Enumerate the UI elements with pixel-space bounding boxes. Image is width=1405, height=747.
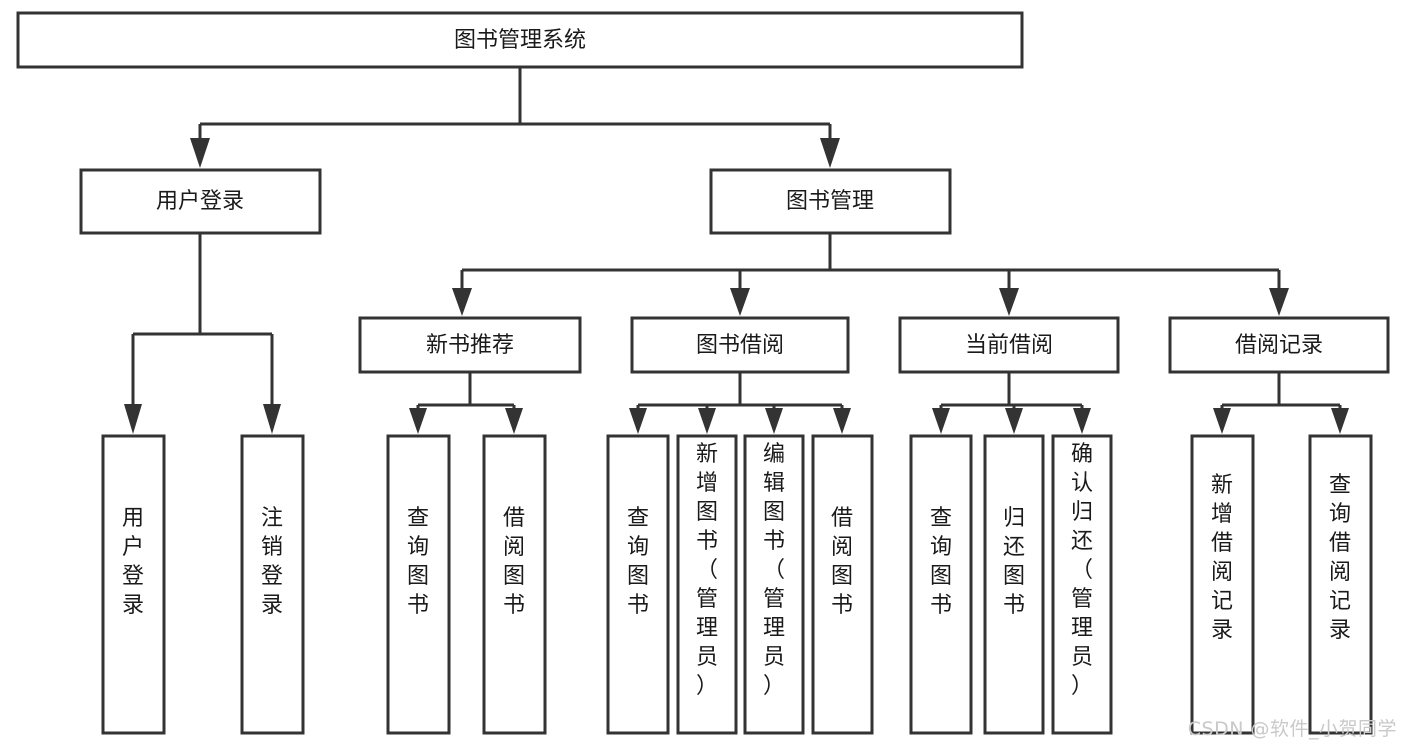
- arrow-head-book-borrow: [730, 288, 750, 316]
- arrow-head-leaf-query-book-2: [629, 408, 647, 434]
- node-new-book-rec-box[interactable]: [358, 316, 582, 374]
- leaf-node-borrow-book-2-label: 借阅图书: [831, 506, 853, 618]
- leaf-node-return-book-label: 归还图书: [1003, 506, 1025, 618]
- node-borrow-record[interactable]: 借阅记录: [1168, 316, 1390, 374]
- leaf-node-confirm-return[interactable]: 确认归还（管理员）: [1051, 434, 1113, 735]
- leaf-node-logout-login[interactable]: 注销登录: [240, 434, 305, 735]
- leaf-node-query-book-2-box[interactable]: [606, 434, 670, 735]
- leaf-node-confirm-return-box[interactable]: [1051, 434, 1113, 735]
- leaf-node-query-record-box[interactable]: [1308, 434, 1373, 735]
- node-current-borrow[interactable]: 当前借阅: [898, 316, 1120, 374]
- leaf-node-return-book[interactable]: 归还图书: [983, 434, 1045, 735]
- watermark-label: CSDN @软件_小贺同学: [1187, 718, 1397, 740]
- leaf-node-query-book-3-label: 查询图书: [930, 506, 952, 618]
- arrow-head-new-book-rec: [452, 288, 472, 316]
- leaf-node-borrow-book-1-label: 借阅图书: [503, 506, 525, 618]
- node-root-label: 图书管理系统: [454, 28, 586, 53]
- leaf-node-add-book-box[interactable]: [676, 434, 738, 735]
- arrow-head-leaf-return-book: [1005, 408, 1023, 434]
- arrow-head-leaf-user-login: [124, 404, 142, 434]
- leaf-node-borrow-book-1[interactable]: 借阅图书: [482, 434, 547, 735]
- leaf-node-borrow-book-1-box[interactable]: [482, 434, 547, 735]
- leaf-node-add-record[interactable]: 新增借阅记录: [1190, 434, 1255, 735]
- leaf-node-logout-login-label: 注销登录: [261, 506, 283, 618]
- leaf-node-confirm-return-label: 确认归还（管理员）: [1071, 442, 1093, 699]
- arrow-head-leaf-borrow-book-2: [833, 408, 851, 434]
- leaf-node-logout-login-box[interactable]: [240, 434, 305, 735]
- node-user-login[interactable]: 用户登录: [79, 168, 322, 235]
- arrow-head-current-borrow: [999, 288, 1019, 316]
- leaf-node-user-login[interactable]: 用户登录: [101, 434, 166, 735]
- leaf-node-edit-book-label: 编辑图书（管理员）: [763, 442, 785, 699]
- leaf-node-edit-book[interactable]: 编辑图书（管理员）: [743, 434, 805, 735]
- node-book-borrow-label: 图书借阅: [696, 333, 784, 358]
- arrow-head-leaf-add-record: [1213, 408, 1231, 434]
- leaf-node-query-book-1-label: 查询图书: [407, 506, 429, 618]
- leaf-node-query-book-3-box[interactable]: [909, 434, 973, 735]
- node-new-book-rec-label: 新书推荐: [426, 333, 514, 358]
- arrow-head-leaf-add-book: [698, 408, 716, 434]
- node-user-login-box[interactable]: [79, 168, 322, 235]
- leaf-node-add-book-label: 新增图书（管理员）: [696, 442, 718, 699]
- leaf-node-add-record-label: 新增借阅记录: [1211, 473, 1233, 643]
- leaf-node-borrow-book-2-box[interactable]: [811, 434, 874, 735]
- arrow-head-user-login: [190, 138, 210, 168]
- arrow-head-leaf-query-record: [1331, 408, 1349, 434]
- leaf-node-query-book-1-box[interactable]: [386, 434, 451, 735]
- node-borrow-record-box[interactable]: [1168, 316, 1390, 374]
- leaf-node-query-book-2-label: 查询图书: [627, 506, 649, 618]
- node-root[interactable]: 图书管理系统: [16, 11, 1024, 69]
- leaf-node-user-login-box[interactable]: [101, 434, 166, 735]
- leaf-node-edit-book-box[interactable]: [743, 434, 805, 735]
- leaf-node-add-book[interactable]: 新增图书（管理员）: [676, 434, 738, 735]
- leaf-node-query-book-3[interactable]: 查询图书: [909, 434, 973, 735]
- node-current-borrow-box[interactable]: [898, 316, 1120, 374]
- arrow-head-leaf-confirm-return: [1073, 408, 1091, 434]
- arrow-head-leaf-query-book-3: [932, 408, 950, 434]
- leaf-node-user-login-label: 用户登录: [122, 506, 144, 618]
- arrow-head-leaf-borrow-book-1: [505, 408, 523, 434]
- node-book-borrow[interactable]: 图书借阅: [630, 316, 850, 374]
- leaf-node-query-book-1[interactable]: 查询图书: [386, 434, 451, 735]
- connector-group: [124, 67, 1349, 434]
- arrow-head-borrow-record: [1269, 288, 1289, 316]
- leaf-node-query-book-2[interactable]: 查询图书: [606, 434, 670, 735]
- arrow-head-leaf-logout-login: [263, 404, 281, 434]
- node-root-box[interactable]: [16, 11, 1024, 69]
- arrow-head-book-manage: [820, 138, 840, 168]
- node-current-borrow-label: 当前借阅: [965, 333, 1053, 358]
- leaf-node-add-record-box[interactable]: [1190, 434, 1255, 735]
- node-user-login-label: 用户登录: [156, 189, 244, 214]
- node-borrow-record-label: 借阅记录: [1235, 333, 1323, 358]
- leaf-node-query-record-label: 查询借阅记录: [1329, 473, 1351, 643]
- leaf-node-return-book-box[interactable]: [983, 434, 1045, 735]
- leaf-node-query-record[interactable]: 查询借阅记录: [1308, 434, 1373, 735]
- leaf-node-borrow-book-2[interactable]: 借阅图书: [811, 434, 874, 735]
- node-book-manage-label: 图书管理: [786, 189, 874, 214]
- arrow-head-leaf-query-book-1: [409, 408, 427, 434]
- node-book-manage-box[interactable]: [709, 168, 952, 235]
- node-new-book-rec[interactable]: 新书推荐: [358, 316, 582, 374]
- arrow-head-leaf-edit-book: [765, 408, 783, 434]
- node-book-borrow-box[interactable]: [630, 316, 850, 374]
- node-book-manage[interactable]: 图书管理: [709, 168, 952, 235]
